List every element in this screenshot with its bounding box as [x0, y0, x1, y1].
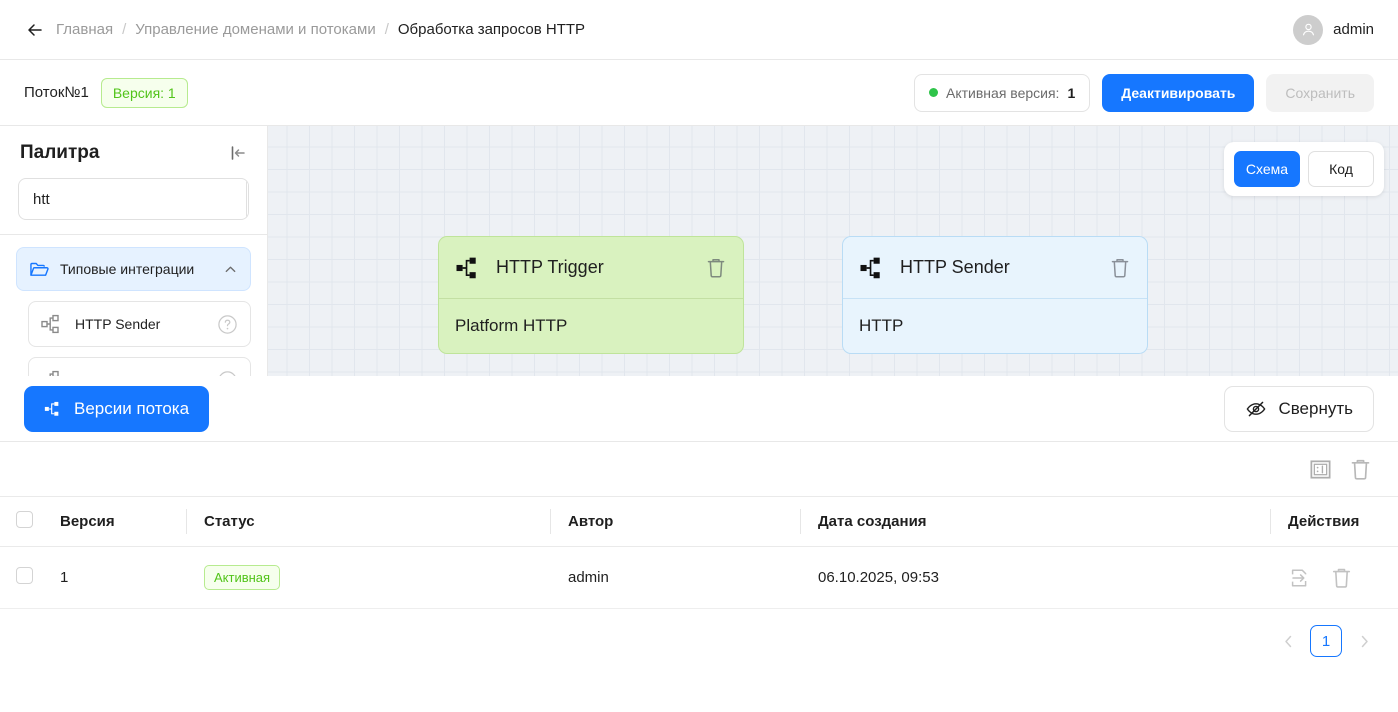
user-menu[interactable]: admin	[1293, 14, 1374, 45]
search-box	[18, 178, 249, 220]
flow-versions-button[interactable]: Версии потока	[24, 385, 210, 432]
arrow-left-icon[interactable]	[24, 19, 46, 41]
flow-versions-label: Версии потока	[74, 398, 190, 418]
tab-code[interactable]: Код	[1308, 151, 1374, 187]
palette-item-http-sender[interactable]: HTTP Sender	[28, 301, 251, 347]
versions-toolbar: Версии потока Свернуть	[0, 376, 1398, 442]
collapse-versions-label: Свернуть	[1278, 398, 1353, 418]
collapse-left-icon[interactable]	[229, 144, 247, 162]
question-circle-icon[interactable]	[217, 370, 238, 376]
cell-actions	[1270, 546, 1398, 609]
flow-node-icon	[455, 256, 482, 280]
column-version[interactable]: Версия	[46, 496, 186, 547]
breadcrumb-item-home[interactable]: Главная	[56, 21, 114, 38]
trash-icon[interactable]	[705, 256, 727, 280]
pagination: 1	[0, 609, 1398, 657]
row-checkbox[interactable]	[16, 567, 33, 584]
active-version-label: Активная версия:	[946, 84, 1060, 101]
flow-node-icon	[859, 256, 886, 280]
deactivate-button[interactable]: Деактивировать	[1102, 73, 1255, 112]
table-row[interactable]: 1 Активная admin 06.10.2025, 09:53	[0, 546, 1398, 609]
versions-table: Версия Статус Автор Дата создания Действ…	[0, 496, 1398, 609]
flow-node-header: HTTP Sender	[843, 237, 1147, 299]
active-version-value: 1	[1067, 84, 1076, 101]
flow-header-actions: Активная версия: 1 Деактивировать Сохран…	[914, 73, 1374, 112]
trash-icon[interactable]	[1349, 457, 1372, 482]
editor-area: Палитра Типовые интеграци	[0, 126, 1398, 376]
version-chip: Версия: 1	[100, 77, 188, 108]
collapse-versions-button[interactable]: Свернуть	[1224, 385, 1374, 432]
eye-slash-icon	[1245, 399, 1267, 419]
flow-node-subtitle: HTTP	[859, 316, 904, 335]
flow-node-icon	[41, 314, 63, 334]
status-dot-icon	[929, 88, 939, 97]
flow-title: Поток№1	[24, 84, 89, 101]
row-select-cell	[0, 546, 46, 609]
palette-panel: Палитра Типовые интеграци	[0, 126, 268, 376]
user-name: admin	[1333, 21, 1374, 38]
pagination-page-1[interactable]: 1	[1310, 625, 1342, 657]
cell-created: 06.10.2025, 09:53	[800, 546, 1270, 609]
flow-header: Поток№1 Версия: 1 Активная версия: 1 Деа…	[0, 60, 1398, 126]
palette-item-label: HTTP Sender	[75, 316, 161, 332]
flow-node-title: HTTP Trigger	[496, 257, 604, 277]
flow-node-title: HTTP Sender	[900, 257, 1010, 277]
search-icon[interactable]	[246, 179, 248, 219]
column-author[interactable]: Автор	[550, 496, 800, 547]
palette-list: Типовые интеграции HTTP Send	[0, 234, 267, 376]
folder-open-icon	[29, 260, 50, 279]
table-header: Версия Статус Автор Дата создания Действ…	[0, 496, 1398, 547]
view-switch: Схема Код	[1224, 142, 1384, 196]
flow-node-http-trigger[interactable]: HTTP Trigger Platform HTTP	[438, 236, 744, 354]
deploy-icon[interactable]	[1288, 566, 1312, 590]
flow-node-icon	[44, 400, 63, 418]
table-header-row: Версия Статус Автор Дата создания Действ…	[0, 496, 1398, 547]
flow-node-icon	[41, 370, 63, 376]
palette-title: Палитра	[20, 142, 100, 163]
palette-item-second[interactable]	[28, 357, 251, 376]
trash-icon[interactable]	[1330, 566, 1353, 590]
status-badge: Активная	[204, 565, 281, 590]
question-circle-icon[interactable]	[217, 314, 238, 335]
user-icon	[1293, 14, 1324, 45]
flow-node-subtitle: Platform HTTP	[455, 316, 568, 335]
search-input[interactable]	[19, 179, 246, 219]
palette-group-typical-integrations[interactable]: Типовые интеграции	[16, 247, 251, 291]
save-button: Сохранить	[1266, 73, 1374, 112]
palette-header: Палитра	[0, 126, 267, 174]
flow-node-header: HTTP Trigger	[439, 237, 743, 299]
palette-group-label: Типовые интеграции	[60, 261, 195, 277]
breadcrumb-item-current: Обработка запросов HTTP	[397, 21, 586, 38]
column-status[interactable]: Статус	[186, 496, 550, 547]
column-actions: Действия	[1270, 496, 1398, 547]
cell-status: Активная	[186, 546, 550, 609]
column-created[interactable]: Дата создания	[800, 496, 1270, 547]
table-body: 1 Активная admin 06.10.2025, 09:53	[0, 546, 1398, 609]
table-toolbar	[0, 442, 1398, 496]
tab-schema[interactable]: Схема	[1234, 151, 1300, 187]
palette-search	[0, 174, 267, 234]
cell-version: 1	[46, 546, 186, 609]
select-all-header	[0, 496, 46, 547]
select-all-checkbox[interactable]	[16, 511, 33, 528]
top-bar: Главная / Управление доменами и потоками…	[0, 0, 1398, 60]
breadcrumb-item-domains[interactable]: Управление доменами и потоками	[135, 21, 376, 38]
flow-canvas[interactable]: Схема Код HTTP Trigger	[268, 126, 1398, 376]
breadcrumb-separator: /	[122, 21, 127, 38]
chevron-right-icon[interactable]	[1356, 634, 1372, 649]
trash-icon[interactable]	[1109, 256, 1131, 280]
breadcrumb-separator: /	[384, 21, 389, 38]
active-version-indicator: Активная версия: 1	[914, 73, 1091, 112]
flow-node-http-sender[interactable]: HTTP Sender HTTP	[842, 236, 1148, 354]
chevron-up-icon	[223, 262, 238, 277]
chevron-left-icon[interactable]	[1280, 634, 1296, 649]
cell-author: admin	[550, 546, 800, 609]
versions-table-area: Версия Статус Автор Дата создания Действ…	[0, 442, 1398, 712]
breadcrumb: Главная / Управление доменами и потоками…	[56, 21, 585, 38]
compare-icon[interactable]	[1308, 457, 1333, 482]
